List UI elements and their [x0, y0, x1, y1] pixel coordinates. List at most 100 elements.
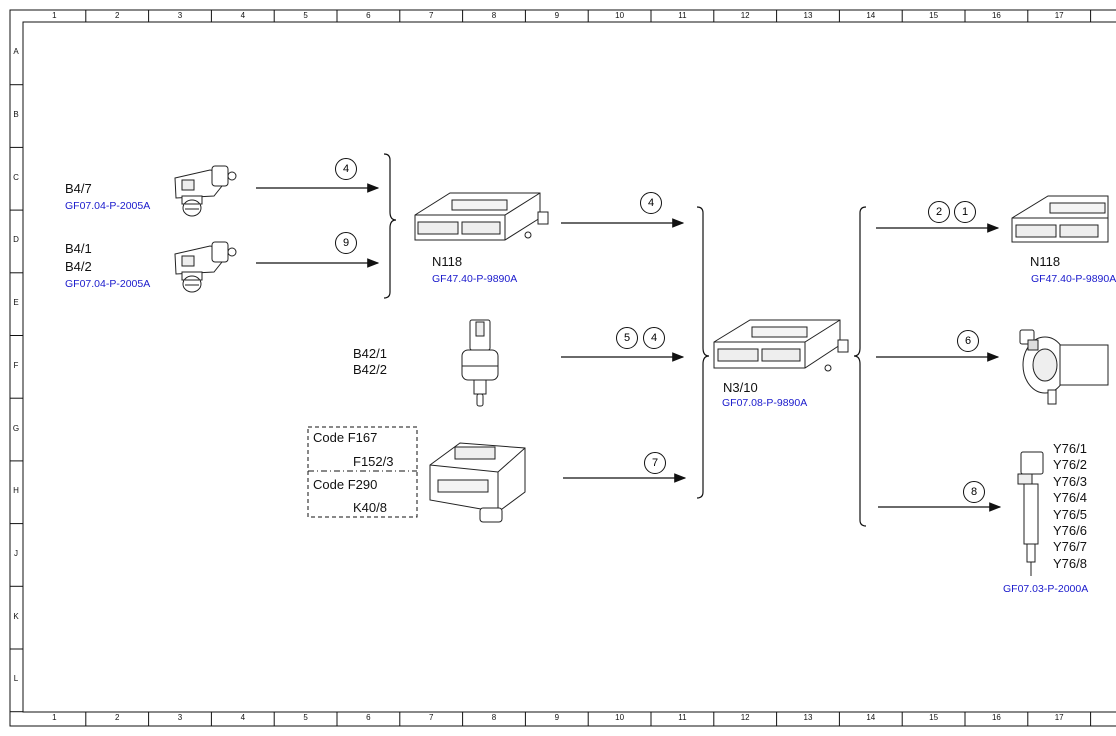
- y76-injector-label: Y76/5: [1053, 506, 1087, 522]
- ruler-column-number: 1: [52, 713, 57, 722]
- ruler-row-letter: A: [13, 47, 19, 57]
- sensor-b42-icon: [461, 319, 499, 407]
- signal-circle: 8: [963, 481, 985, 503]
- ruler-column-number: 6: [366, 713, 371, 722]
- code-box: [307, 426, 418, 518]
- n118-left-ref-link[interactable]: GF47.40-P-9890A: [432, 273, 518, 285]
- f152-label: F152/3: [353, 454, 394, 469]
- n118-right-label: N118: [1030, 254, 1061, 269]
- sensor-b47-icon: [174, 165, 237, 217]
- b42-label: B4/2: [65, 259, 92, 274]
- inner-frame: [22, 21, 1116, 713]
- b47-label: B4/7: [65, 181, 92, 196]
- ruler-row-letter: J: [14, 548, 18, 558]
- ruler-column-number: 2: [114, 713, 120, 722]
- ruler-column-number: 16: [991, 11, 1001, 20]
- ruler-column-number: 8: [491, 713, 497, 722]
- outer-frame: [9, 9, 1116, 727]
- ruler-ticks: [10, 10, 1092, 726]
- ruler-column-number: 13: [803, 11, 813, 20]
- ruler-row-letter: B: [13, 110, 19, 120]
- ruler-row-letter: E: [13, 298, 19, 308]
- fuel-pump-icon: [1019, 329, 1109, 405]
- sensor-b41-icon: [174, 241, 237, 293]
- ruler-row-letter: C: [13, 172, 19, 182]
- signal-circle: 4: [643, 327, 665, 349]
- ruler-column-number: 5: [303, 713, 308, 722]
- signal-circle: 2: [928, 201, 950, 223]
- injector-icon: [1017, 451, 1044, 576]
- y76-injector-label: Y76/7: [1053, 539, 1087, 555]
- brace-right: [853, 206, 867, 527]
- relay-module-icon: [429, 442, 526, 523]
- ruler-column-number: 10: [615, 11, 625, 20]
- signal-circle: 9: [335, 232, 357, 254]
- y76-injector-label: Y76/3: [1053, 473, 1087, 489]
- signal-circle: 6: [957, 330, 979, 352]
- ruler-column-number: 17: [1054, 713, 1064, 722]
- brace-mid: [696, 206, 710, 499]
- signal-circle: 4: [640, 192, 662, 214]
- ruler-column-number: 9: [554, 11, 560, 20]
- ruler-column-number: 6: [366, 11, 371, 20]
- signal-circle: 4: [335, 158, 357, 180]
- ruler-column-number: 11: [678, 713, 687, 722]
- ruler-row-letter: D: [13, 235, 19, 245]
- ruler-column-number: 17: [1054, 11, 1064, 20]
- y76-ref-link[interactable]: GF07.03-P-2000A: [1003, 583, 1089, 595]
- brace-left: [383, 153, 397, 299]
- b41-label: B4/1: [65, 241, 92, 256]
- ruler-row-letter: G: [12, 423, 20, 433]
- y76-injector-label: Y76/4: [1053, 490, 1087, 506]
- ruler-column-number: 5: [303, 11, 308, 20]
- ruler-column-number: 7: [428, 11, 434, 20]
- ruler-column-number: 1: [52, 11, 57, 20]
- signal-circle: 1: [954, 201, 976, 223]
- ruler-column-number: 7: [428, 713, 434, 722]
- signal-arrows: [256, 183, 1002, 512]
- ruler-row-letter: K: [13, 611, 19, 621]
- ruler-column-number: 15: [929, 11, 939, 20]
- braces: [383, 153, 867, 527]
- n118-right-ref-link[interactable]: GF47.40-P-9890A: [1031, 273, 1116, 285]
- ruler-column-number: 16: [991, 713, 1001, 722]
- ruler-column-number: 2: [114, 11, 120, 20]
- n310-ref-link[interactable]: GF07.08-P-9890A: [722, 397, 808, 409]
- n310-label: N3/10: [723, 380, 758, 395]
- ruler-column-number: 4: [240, 713, 246, 722]
- ruler-column-number: 8: [491, 11, 497, 20]
- ruler-row-letter: L: [13, 674, 19, 684]
- y76-injector-label: Y76/1: [1053, 441, 1087, 456]
- ecu-n118-right-icon: [1011, 195, 1109, 243]
- ruler-column-number: 3: [177, 11, 183, 20]
- n118-left-label: N118: [432, 254, 463, 269]
- k40-label: K40/8: [353, 500, 387, 515]
- ruler-column-number: 9: [554, 713, 560, 722]
- ruler-column-number: 10: [615, 713, 625, 722]
- b47-ref-link[interactable]: GF07.04-P-2005A: [65, 200, 151, 212]
- ruler-column-number: 11: [678, 11, 687, 20]
- code-f290-label: Code F290: [313, 477, 378, 492]
- signal-circle: 7: [644, 452, 666, 474]
- ecu-n310-icon: [713, 319, 849, 372]
- y76-injector-label: Y76/8: [1053, 555, 1087, 571]
- y76-injector-label: Y76/6: [1053, 523, 1087, 538]
- ruler-column-number: 13: [803, 713, 813, 722]
- ruler-column-number: 14: [866, 11, 876, 20]
- code-f167-label: Code F167: [313, 430, 378, 445]
- ruler-column-number: 15: [929, 713, 939, 722]
- ruler-column-number: 4: [240, 11, 246, 20]
- ruler-row-letter: F: [13, 360, 19, 370]
- ruler-column-number: 14: [866, 713, 876, 722]
- ecu-n118-left-icon: [414, 192, 549, 241]
- b42-2-label: B42/2: [353, 362, 387, 377]
- y76-injector-label: Y76/2: [1053, 457, 1087, 473]
- b42-1-label: B42/1: [353, 346, 387, 361]
- ruler-column-number: 3: [177, 713, 183, 722]
- signal-circle: 5: [616, 327, 638, 349]
- b41-ref-link[interactable]: GF07.04-P-2005A: [65, 278, 151, 290]
- ruler-column-number: 12: [740, 11, 750, 20]
- ruler-column-number: 12: [740, 713, 750, 722]
- ruler-row-letter: H: [13, 486, 19, 496]
